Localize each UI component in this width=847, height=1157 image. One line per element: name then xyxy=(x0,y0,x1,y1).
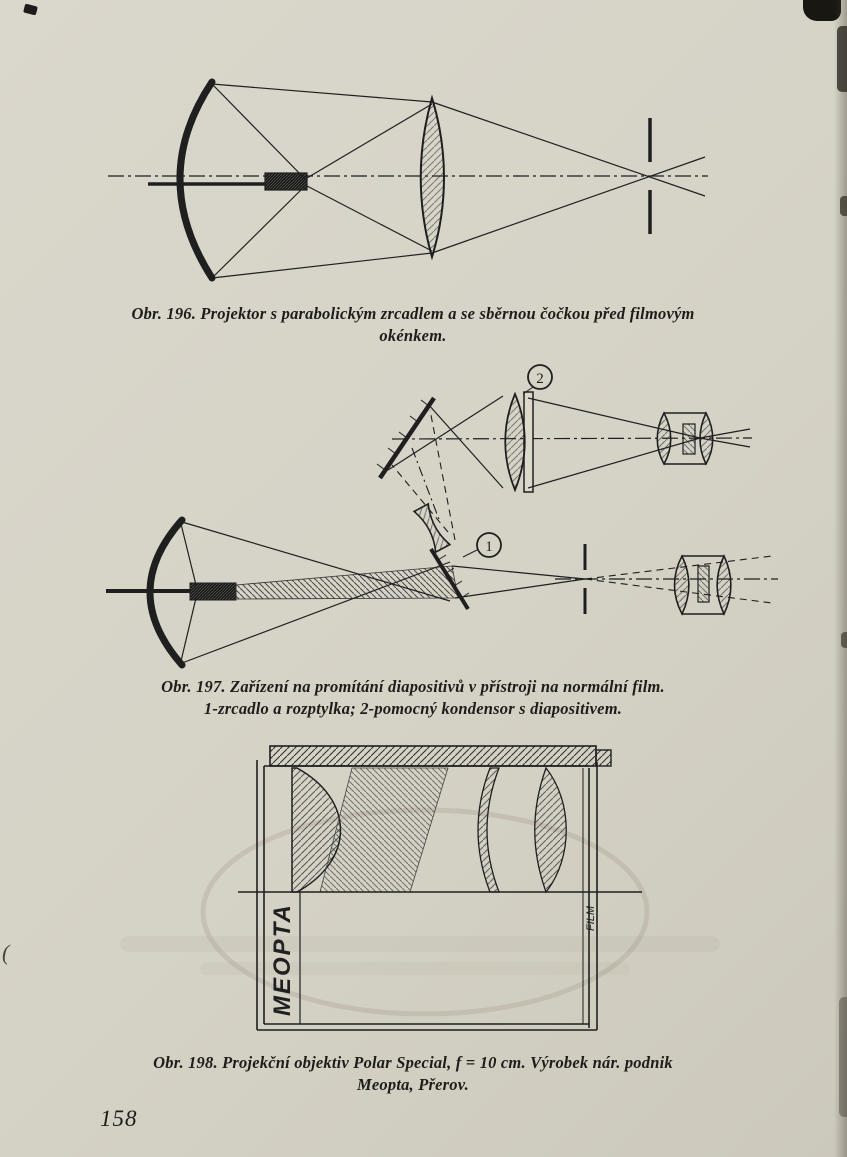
fig196-rays xyxy=(211,83,706,279)
diverging-lens xyxy=(412,502,452,554)
fig197-fold-axis xyxy=(411,447,441,523)
light-source xyxy=(264,172,308,191)
edge-smudge-1 xyxy=(837,26,847,92)
barrel-brand-text: MEOPTA xyxy=(269,903,296,1016)
label-2-leader xyxy=(522,386,534,395)
fig198-caption-line2: Meopta, Přerov. xyxy=(357,1075,469,1094)
upper-objective xyxy=(656,411,714,466)
condenser-lens xyxy=(419,94,445,261)
edge-smudge-4 xyxy=(839,997,847,1117)
lens-element-3 xyxy=(477,767,500,893)
label-1-leader xyxy=(462,549,478,558)
barrel-walls xyxy=(256,760,598,1031)
film-label-text: FILM xyxy=(585,905,597,931)
fig196-caption-line1: Obr. 196. Projektor s parabolickým zrcad… xyxy=(131,304,695,323)
fig197-caption-line2: 1-zrcadlo a rozptylka; 2-pomocný kondens… xyxy=(203,699,623,718)
fig197-diagram: 2 xyxy=(106,364,778,669)
fig198-diagram: MEOPTA FILM xyxy=(200,745,650,1031)
fig197-dashed-incoming xyxy=(391,409,456,541)
fig197-lower-rays xyxy=(180,521,586,664)
fig198-caption-line1: Obr. 198. Projekční objektiv Polar Speci… xyxy=(153,1053,673,1072)
page-number: 158 xyxy=(100,1106,138,1131)
stamp-ghost-text-2 xyxy=(200,962,630,975)
lens-element-2 xyxy=(319,767,449,893)
binding-shadow xyxy=(834,0,847,1157)
edge-smudge-3 xyxy=(841,632,847,648)
flat-mirror-hatch xyxy=(376,399,430,471)
margin-pen-mark: ( xyxy=(2,940,10,965)
light-source-2 xyxy=(189,582,237,601)
fig198-caption: Obr. 198. Projekční objektiv Polar Speci… xyxy=(60,1052,766,1096)
scan-blob-top-right xyxy=(803,0,841,21)
label-1-circle xyxy=(476,532,502,558)
label-2-circle xyxy=(527,364,553,390)
barrel-flange-step xyxy=(595,749,612,767)
fig197-lower-dashed xyxy=(584,555,773,604)
fig196-diagram xyxy=(108,78,708,282)
fig196-caption-line2: okénkem. xyxy=(379,326,447,345)
label-1-text: 1 xyxy=(485,539,493,555)
edge-smudge-2 xyxy=(840,196,847,216)
barrel-flange xyxy=(269,745,597,767)
lens-element-4 xyxy=(534,766,567,894)
fig197-upper-rays xyxy=(387,395,751,489)
fig197-caption-line1: Obr. 197. Zařízení na promítání diaposit… xyxy=(161,677,665,696)
fig196-caption: Obr. 196. Projektor s parabolickým zrcad… xyxy=(60,303,766,347)
tilted-mirror-hatch xyxy=(437,554,470,599)
parabolic-mirror xyxy=(176,78,216,282)
aux-condenser-lens xyxy=(504,391,526,493)
tilted-mirror xyxy=(429,547,470,611)
stamp-ghost-text-1 xyxy=(120,936,720,952)
lower-objective xyxy=(673,554,732,616)
fig197-caption: Obr. 197. Zařízení na promítání diaposit… xyxy=(60,676,766,720)
label-2-text: 2 xyxy=(536,371,544,387)
